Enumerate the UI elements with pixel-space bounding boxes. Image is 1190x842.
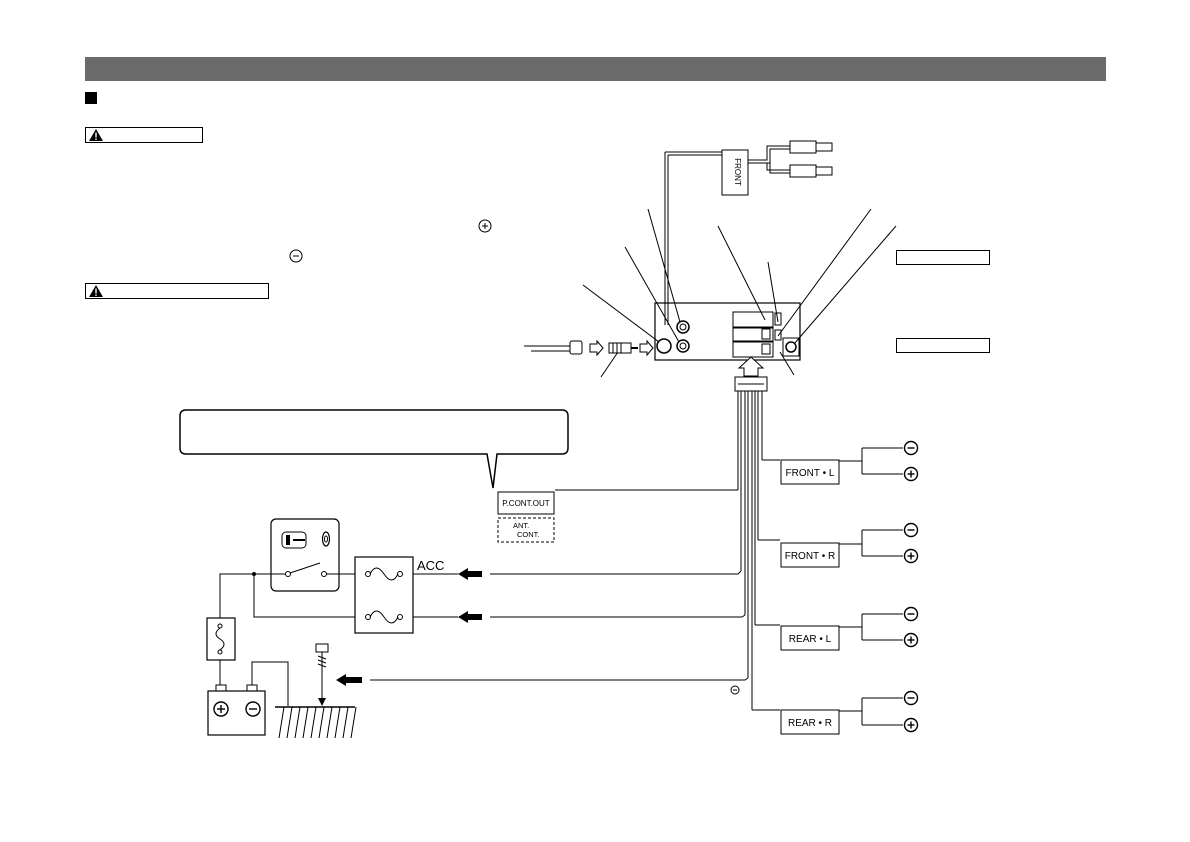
speaker-rear-l: REAR • L [780,625,840,651]
minus-circle-icon [903,522,919,538]
harness-wires [370,391,780,711]
speaker-rear-r: REAR • R [780,709,840,735]
fuse-icon [206,617,236,661]
minus-circle-icon [730,685,740,695]
section-header-bar [85,57,1106,81]
ant-cont-connector: ANT. CONT. [497,517,555,543]
warning-label-box-1 [85,127,203,143]
speaker-front-l: FRONT • L [780,459,840,485]
speaker-front-r: FRONT • R [780,542,840,568]
rca-jack-lower [676,339,690,353]
arrow-acc [458,568,482,580]
blank-label-box-1 [896,250,990,265]
plus-circle-icon [903,632,919,648]
acc-label: ACC [417,558,444,573]
chassis-ground-icon [275,643,357,739]
wiring-connector-block [732,311,782,358]
harness-connector [734,356,768,392]
front-l-label: FRONT • L [786,468,835,479]
callout-leader-lines [582,208,897,378]
plus-circle-icon [903,548,919,564]
callout-balloon [179,409,569,489]
antenna-plug [524,339,654,357]
warning-label-box-2 [85,283,269,299]
ignition-switch [270,518,340,592]
p-cont-out-connector: P.CONT.OUT [497,491,555,515]
speaker-terminal-brackets [839,447,903,726]
minus-circle-icon [903,440,919,456]
minus-circle-icon [903,690,919,706]
speaker-polarity-icons [730,440,919,733]
p-cont-out-label: P.CONT.OUT [502,499,550,508]
front-r-label: FRONT • R [785,551,836,562]
arrow-ground [336,674,362,686]
section-square-bullet [85,92,97,104]
plus-circle-icon [478,219,492,233]
front-output-label: FRONT [733,158,742,186]
battery-icon [207,684,266,736]
power-wiring [219,573,356,706]
warning-triangle-icon [89,129,103,141]
antenna-jack [656,338,672,354]
arrow-battery [458,611,482,623]
warning-triangle-icon [89,285,103,297]
rca-front-output-cable: FRONT [664,140,833,325]
minus-circle-icon [289,249,303,263]
plus-circle-icon [903,466,919,482]
fuse-block [354,556,458,634]
rca-jack-upper [676,320,690,334]
ant-cont-label-line1: ANT. [513,521,529,530]
minus-circle-icon [903,606,919,622]
ground-terminal [782,337,800,357]
rear-r-label: REAR • R [788,718,832,729]
blank-label-box-2 [896,338,990,353]
ignition-key-icon [281,531,331,549]
ant-cont-label-line2: CONT. [517,530,540,539]
rear-l-label: REAR • L [789,634,832,645]
plus-circle-icon [903,717,919,733]
